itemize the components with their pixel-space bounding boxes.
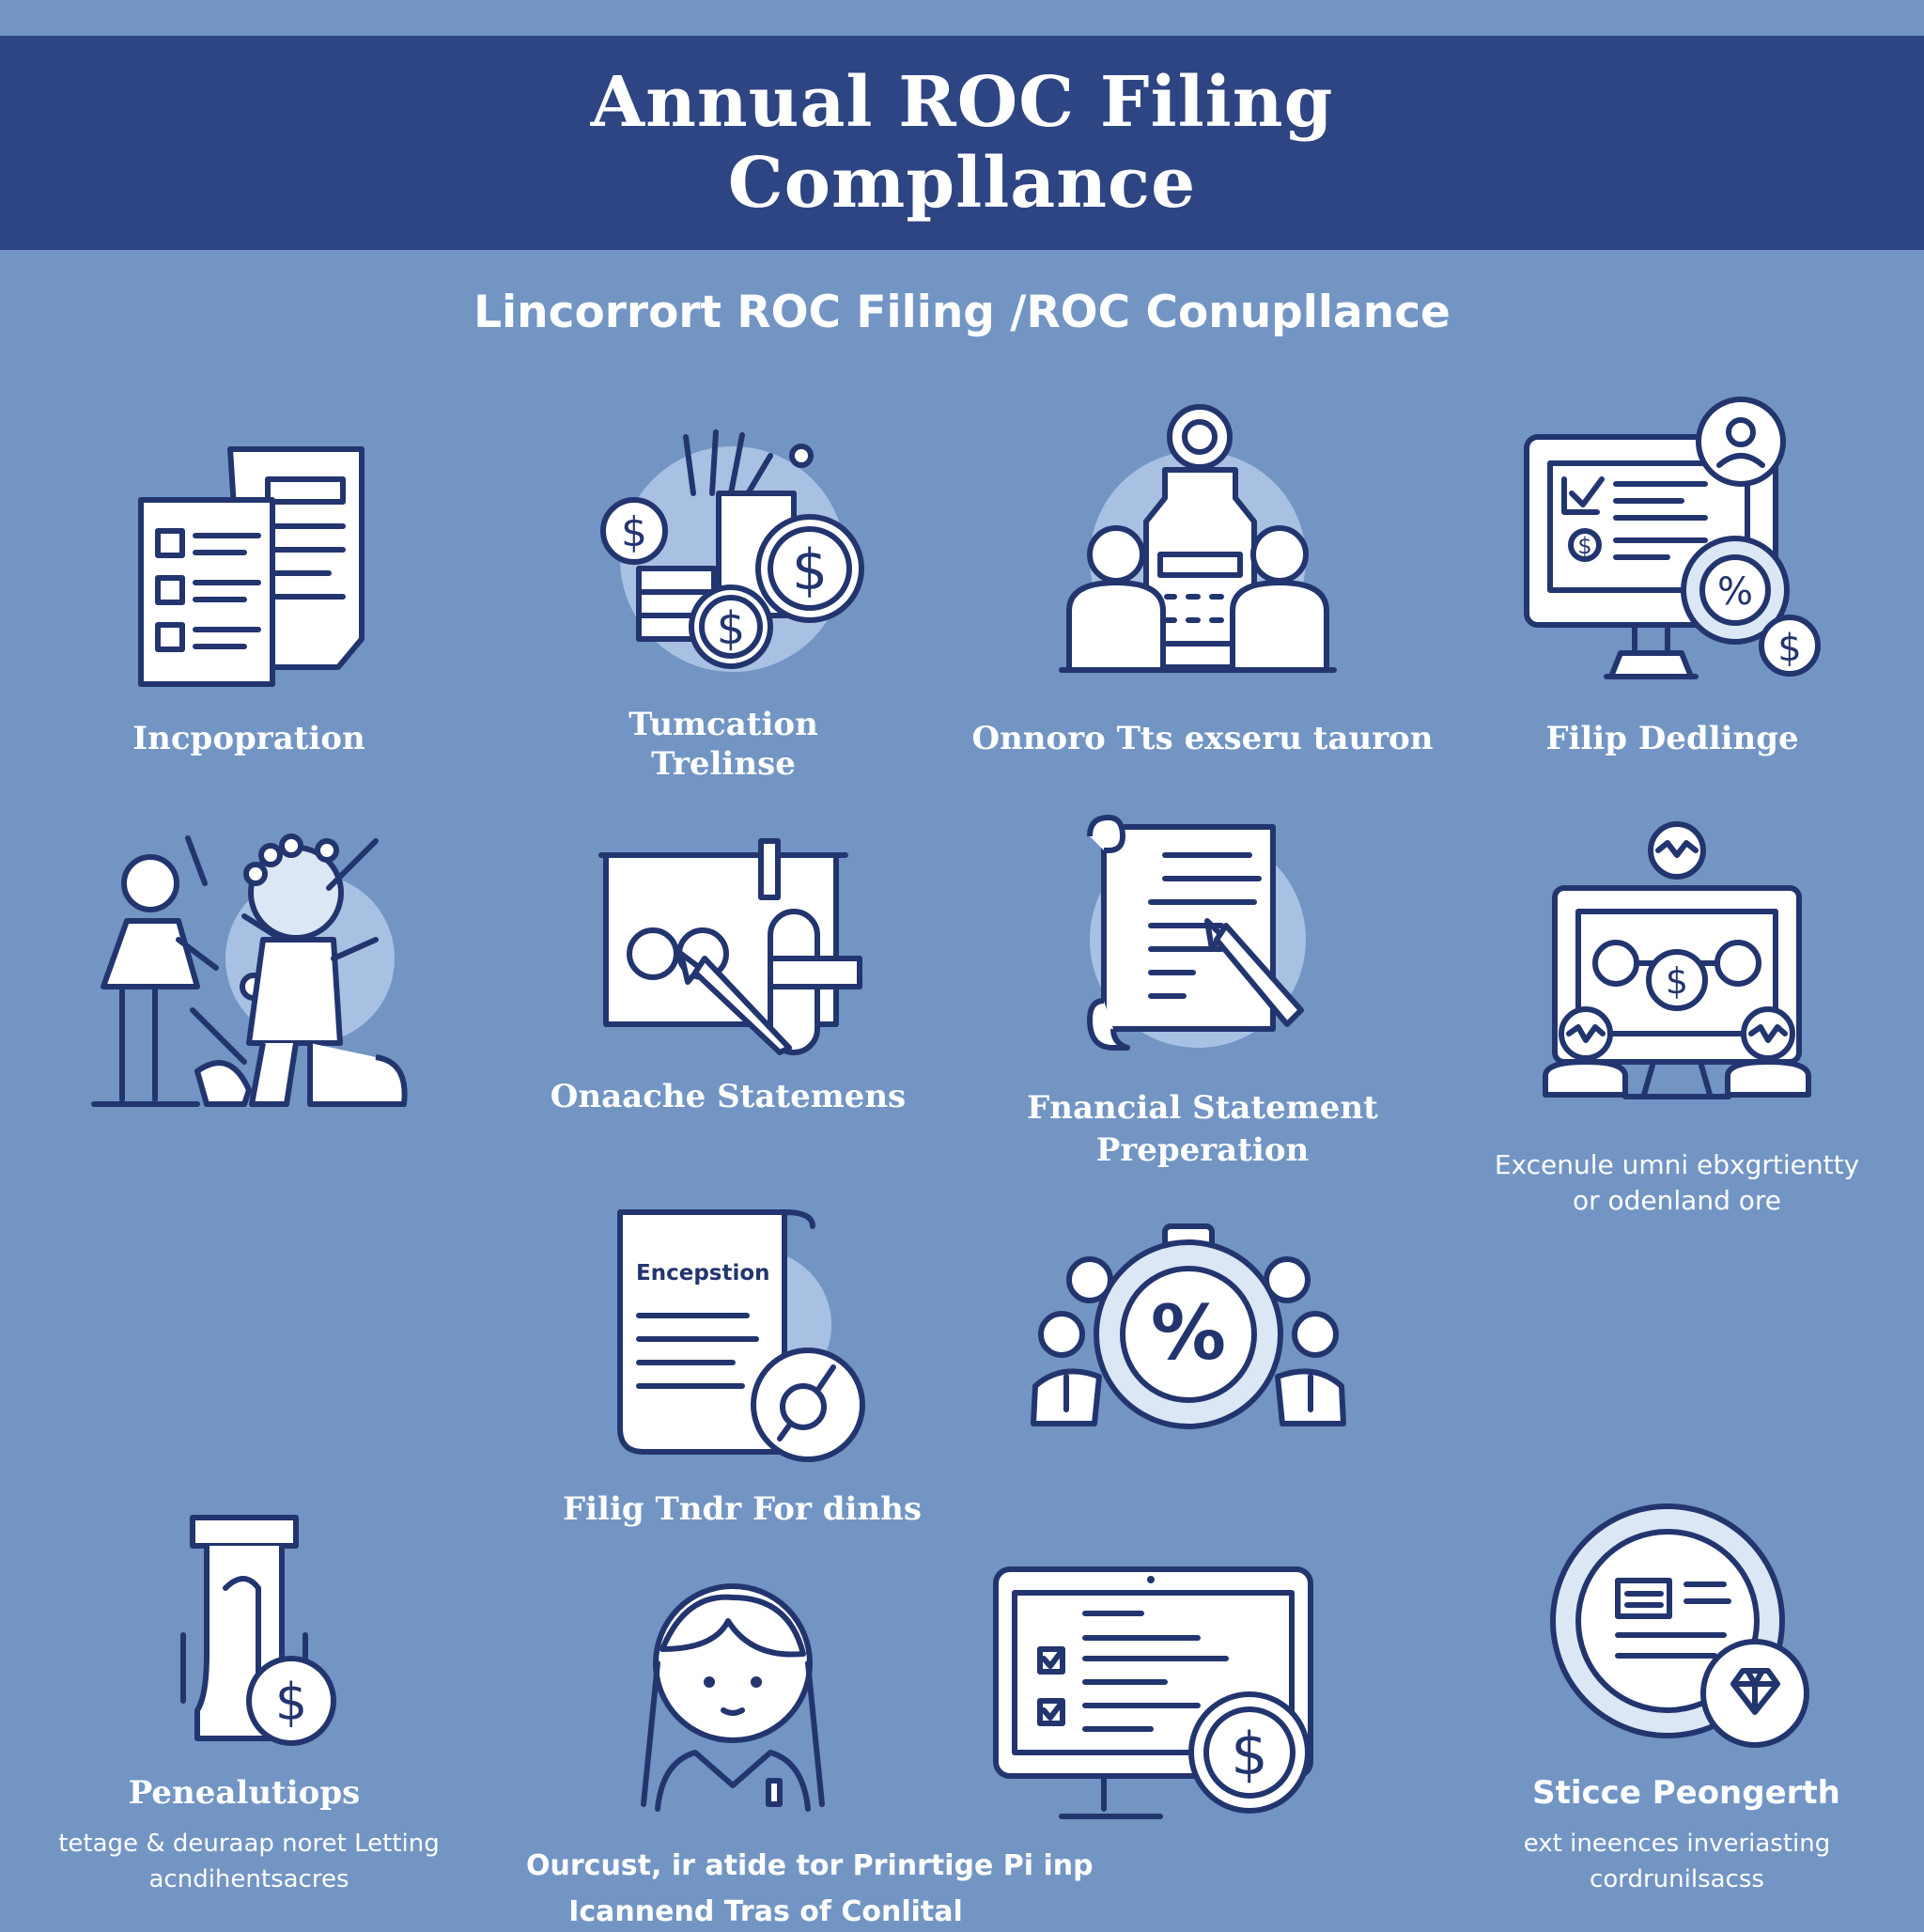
tile-sub-line2: acndihentsacres <box>148 1865 349 1893</box>
svg-text:$: $ <box>1777 627 1801 670</box>
tile-label-line1: Tumcation <box>628 706 818 743</box>
tile-label-line2: Icannend Tras of Conlital <box>568 1895 963 1928</box>
page-title-line2: Compllance <box>727 143 1197 224</box>
tile-sub-line2: or odenland ore <box>1572 1185 1782 1216</box>
tile-label: Sticce Peongerth <box>1532 1774 1840 1812</box>
tile-sub-line1: tetage & deuraap noret Letting <box>58 1830 440 1858</box>
tile-label: Filip Dedlinge <box>1545 720 1799 757</box>
tile-label: Onnoro Tts exseru tauron <box>971 720 1434 757</box>
tile-label: Incpopration <box>132 720 365 757</box>
badge-diamond-icon <box>1550 1504 1809 1748</box>
svg-text:$: $ <box>1231 1720 1267 1788</box>
tile-sub-line1: ext ineences inveriasting <box>1523 1830 1831 1858</box>
checklist-monitor-icon: $ <box>993 1566 1313 1819</box>
tile-label-line1: Fnancial Statement <box>1027 1089 1378 1127</box>
tile-label-line2: Preperation <box>1095 1131 1310 1169</box>
svg-text:$: $ <box>792 538 828 603</box>
tile-sub-line1: Excenule umni ebxgrtientty <box>1494 1149 1860 1180</box>
tile-label-line2: Trelinse <box>651 745 796 783</box>
board-pencil-icon <box>598 838 862 1055</box>
svg-text:$: $ <box>1577 533 1591 559</box>
svg-text:$: $ <box>275 1673 307 1732</box>
percent-team-icon: % <box>1031 1223 1346 1429</box>
hourglass-dollar-icon: $ <box>180 1515 336 1746</box>
tile-sub-line2: cordrunilsacss <box>1590 1865 1764 1893</box>
monitor-dollar-icon: $ % $ <box>1524 397 1821 679</box>
svg-text:$: $ <box>717 602 746 655</box>
tile-label: Penealutiops <box>128 1774 361 1812</box>
document-search-icon: Encepstion <box>617 1209 865 1462</box>
page-subtitle: Lincorrort ROC Filing /ROC Conupllance <box>473 287 1451 338</box>
documents-icon <box>138 446 365 687</box>
network-monitor-icon: $ <box>1543 821 1811 1099</box>
svg-text:%: % <box>1717 570 1753 614</box>
person-icon <box>641 1583 825 1812</box>
coins-icon: $ $ $ <box>600 429 864 672</box>
tile-label-line1: Ourcust, ir atide tor Prinrtige Pi inp <box>526 1849 1094 1882</box>
svg-text:$: $ <box>1666 960 1688 1002</box>
svg-text:$: $ <box>621 508 647 556</box>
tile-label: Filig Tndr For dinhs <box>562 1490 923 1528</box>
people-icon <box>91 834 408 1107</box>
meeting-icon <box>1059 404 1337 673</box>
doc-heading: Encepstion <box>636 1261 770 1285</box>
scroll-pen-icon <box>1087 815 1306 1051</box>
tile-label: Onaache Statemens <box>550 1078 907 1115</box>
page-title-line1: Annual ROC Filing <box>590 62 1334 143</box>
svg-text:%: % <box>1151 1289 1226 1377</box>
title-banner: Annual ROC Filing Compllance <box>0 36 1924 250</box>
